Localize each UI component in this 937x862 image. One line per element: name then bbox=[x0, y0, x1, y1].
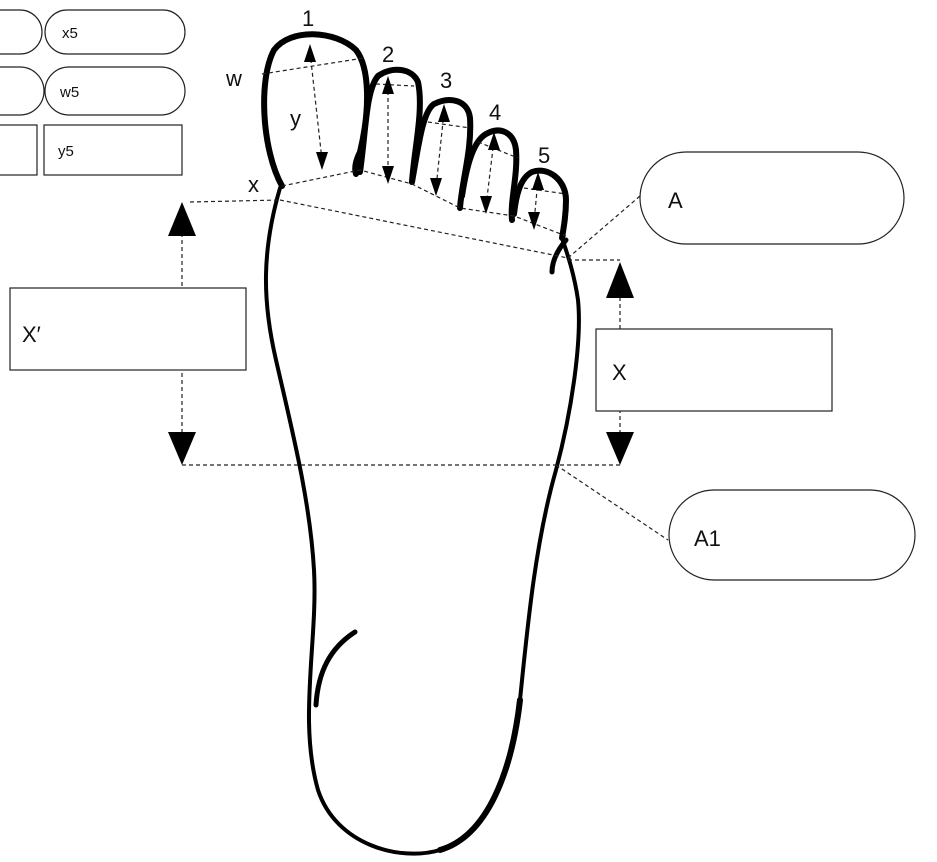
field-w5[interactable] bbox=[44, 66, 186, 116]
label-w: w bbox=[225, 66, 242, 91]
box-A1-label: A1 bbox=[694, 526, 721, 551]
toe-4-arrow-down bbox=[480, 196, 492, 214]
field-w-left[interactable] bbox=[0, 66, 45, 116]
left-arrow-down bbox=[168, 432, 196, 465]
toe-number-4: 4 bbox=[489, 100, 501, 125]
toe-measurements bbox=[261, 44, 567, 237]
toe-5-arrow-up bbox=[532, 172, 544, 190]
toe-1-arrow-up bbox=[304, 44, 316, 62]
toe-2-outline bbox=[357, 66, 423, 185]
toe-2-arrow-up bbox=[382, 76, 394, 94]
toe-base-line bbox=[281, 169, 567, 237]
field-y5[interactable] bbox=[43, 124, 183, 176]
toe-1-height-line bbox=[309, 51, 323, 161]
callout-X-prime: X′ bbox=[9, 287, 247, 371]
toe-2-arrow-down bbox=[382, 166, 394, 184]
toe-number-1: 1 bbox=[302, 6, 314, 31]
callout-X: X bbox=[595, 328, 833, 412]
toe-1-width-line bbox=[261, 57, 365, 75]
leader-line-A bbox=[567, 195, 641, 259]
top-field-row-3: y5 bbox=[0, 124, 183, 176]
toe-5-arrow-down bbox=[528, 212, 540, 230]
callout-A1: A1 bbox=[668, 489, 916, 581]
toe-number-2: 2 bbox=[382, 42, 394, 67]
field-x5-label: x5 bbox=[62, 25, 78, 42]
callout-A: A bbox=[639, 151, 905, 245]
label-x: x bbox=[248, 172, 259, 197]
toe-5-outline bbox=[511, 167, 569, 241]
toe-number-5: 5 bbox=[538, 143, 550, 168]
left-arrow-up bbox=[168, 202, 196, 236]
toe-3-height-line bbox=[435, 111, 445, 189]
foot-sole-outline bbox=[264, 186, 581, 856]
side-hook bbox=[549, 237, 569, 275]
toe-5-width-line bbox=[523, 187, 567, 195]
right-arrow-down bbox=[606, 432, 634, 465]
toe-1-outline bbox=[261, 31, 371, 189]
toe-3-arrow-up bbox=[438, 104, 450, 122]
right-arrow-up bbox=[606, 262, 634, 298]
box-X-label: X bbox=[612, 360, 627, 385]
arch-curl bbox=[313, 629, 358, 708]
field-x-left[interactable] bbox=[0, 9, 43, 55]
toe-4-outline bbox=[459, 127, 520, 223]
toe-3-width-line bbox=[427, 121, 471, 129]
toe-2-width-line bbox=[375, 83, 415, 87]
toe-numbers: 1 2 3 4 5 bbox=[302, 6, 550, 168]
label-y: y bbox=[290, 106, 301, 131]
box-A-label: A bbox=[668, 188, 683, 213]
ball-diagonal-line bbox=[279, 199, 569, 259]
top-field-row-2: w5 bbox=[0, 66, 186, 116]
ball-measure-lines bbox=[168, 195, 669, 541]
box-X-prime[interactable] bbox=[9, 287, 247, 371]
field-y-left[interactable] bbox=[0, 124, 38, 176]
box-A1[interactable] bbox=[668, 489, 916, 581]
field-x5[interactable] bbox=[44, 9, 186, 55]
toe-1-arrow-down bbox=[316, 152, 328, 170]
foot-outline bbox=[261, 31, 581, 856]
field-y5-label: y5 bbox=[58, 143, 74, 160]
toe-number-3: 3 bbox=[440, 68, 452, 93]
heel-edge bbox=[437, 697, 523, 853]
leader-line-A1 bbox=[555, 464, 669, 541]
toe-4-arrow-up bbox=[488, 132, 500, 150]
left-top-guide bbox=[189, 199, 281, 203]
box-X[interactable] bbox=[595, 328, 833, 412]
box-A[interactable] bbox=[639, 151, 905, 245]
field-w5-label: w5 bbox=[59, 84, 79, 101]
toe-3-arrow-down bbox=[430, 178, 442, 196]
box-X-prime-label: X′ bbox=[22, 322, 41, 347]
top-field-row-1: x5 bbox=[0, 9, 186, 55]
